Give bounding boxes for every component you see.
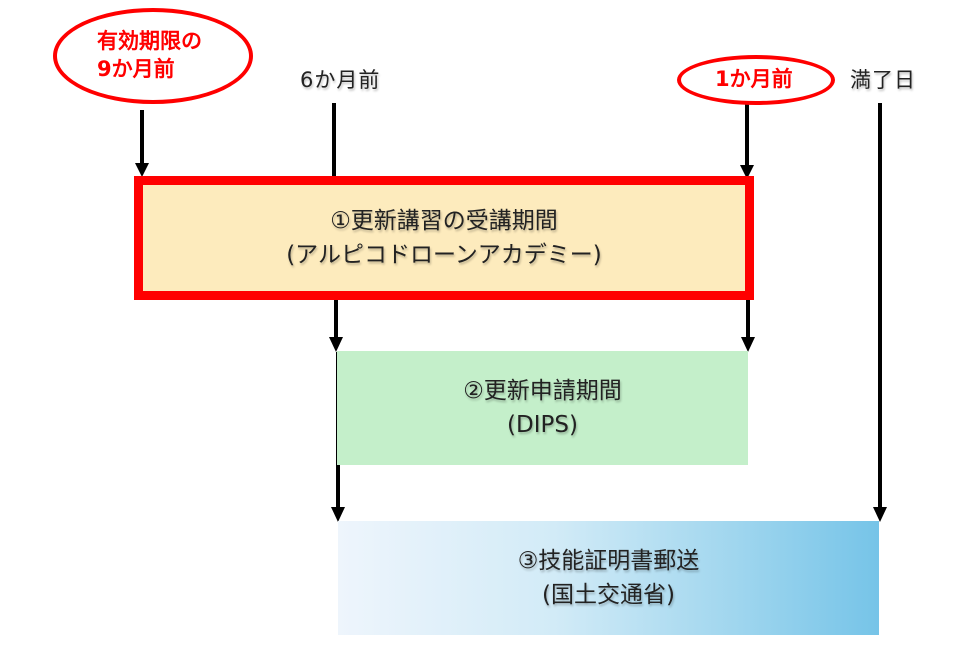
nine-months-label-line2: 9か月前: [97, 57, 175, 81]
one-month-oval: [677, 55, 835, 105]
certificate-mailing-title: ③技能証明書郵送: [517, 548, 700, 574]
nine-months-oval: [53, 8, 253, 104]
six-months-label: 6か月前: [300, 68, 381, 92]
expiry-label: 満了日: [850, 68, 916, 92]
arrow-nine-months: [135, 110, 149, 177]
renewal-application-title: ②更新申請期間: [463, 378, 622, 404]
nine-months-label: 有効期限の 9か月前: [97, 27, 202, 83]
renewal-course-provider: (アルピコドローンアカデミー): [286, 242, 602, 268]
renewal-course-title: ①更新講習の受講期間: [330, 208, 558, 234]
renewal-course-period: ①更新講習の受講期間 (アルピコドローンアカデミー): [134, 176, 754, 300]
arrow-expiry: [873, 103, 887, 522]
renewal-application-system: (DIPS): [507, 412, 578, 438]
certificate-mailing-period: ③技能証明書郵送 (国土交通省): [338, 521, 879, 635]
nine-months-label-line1: 有効期限の: [97, 29, 202, 53]
arrow-one-month: [740, 104, 755, 352]
renewal-application-period: ②更新申請期間 (DIPS): [337, 351, 748, 465]
certificate-mailing-agency: (国土交通省): [542, 582, 675, 608]
one-month-label: 1か月前: [715, 67, 793, 91]
